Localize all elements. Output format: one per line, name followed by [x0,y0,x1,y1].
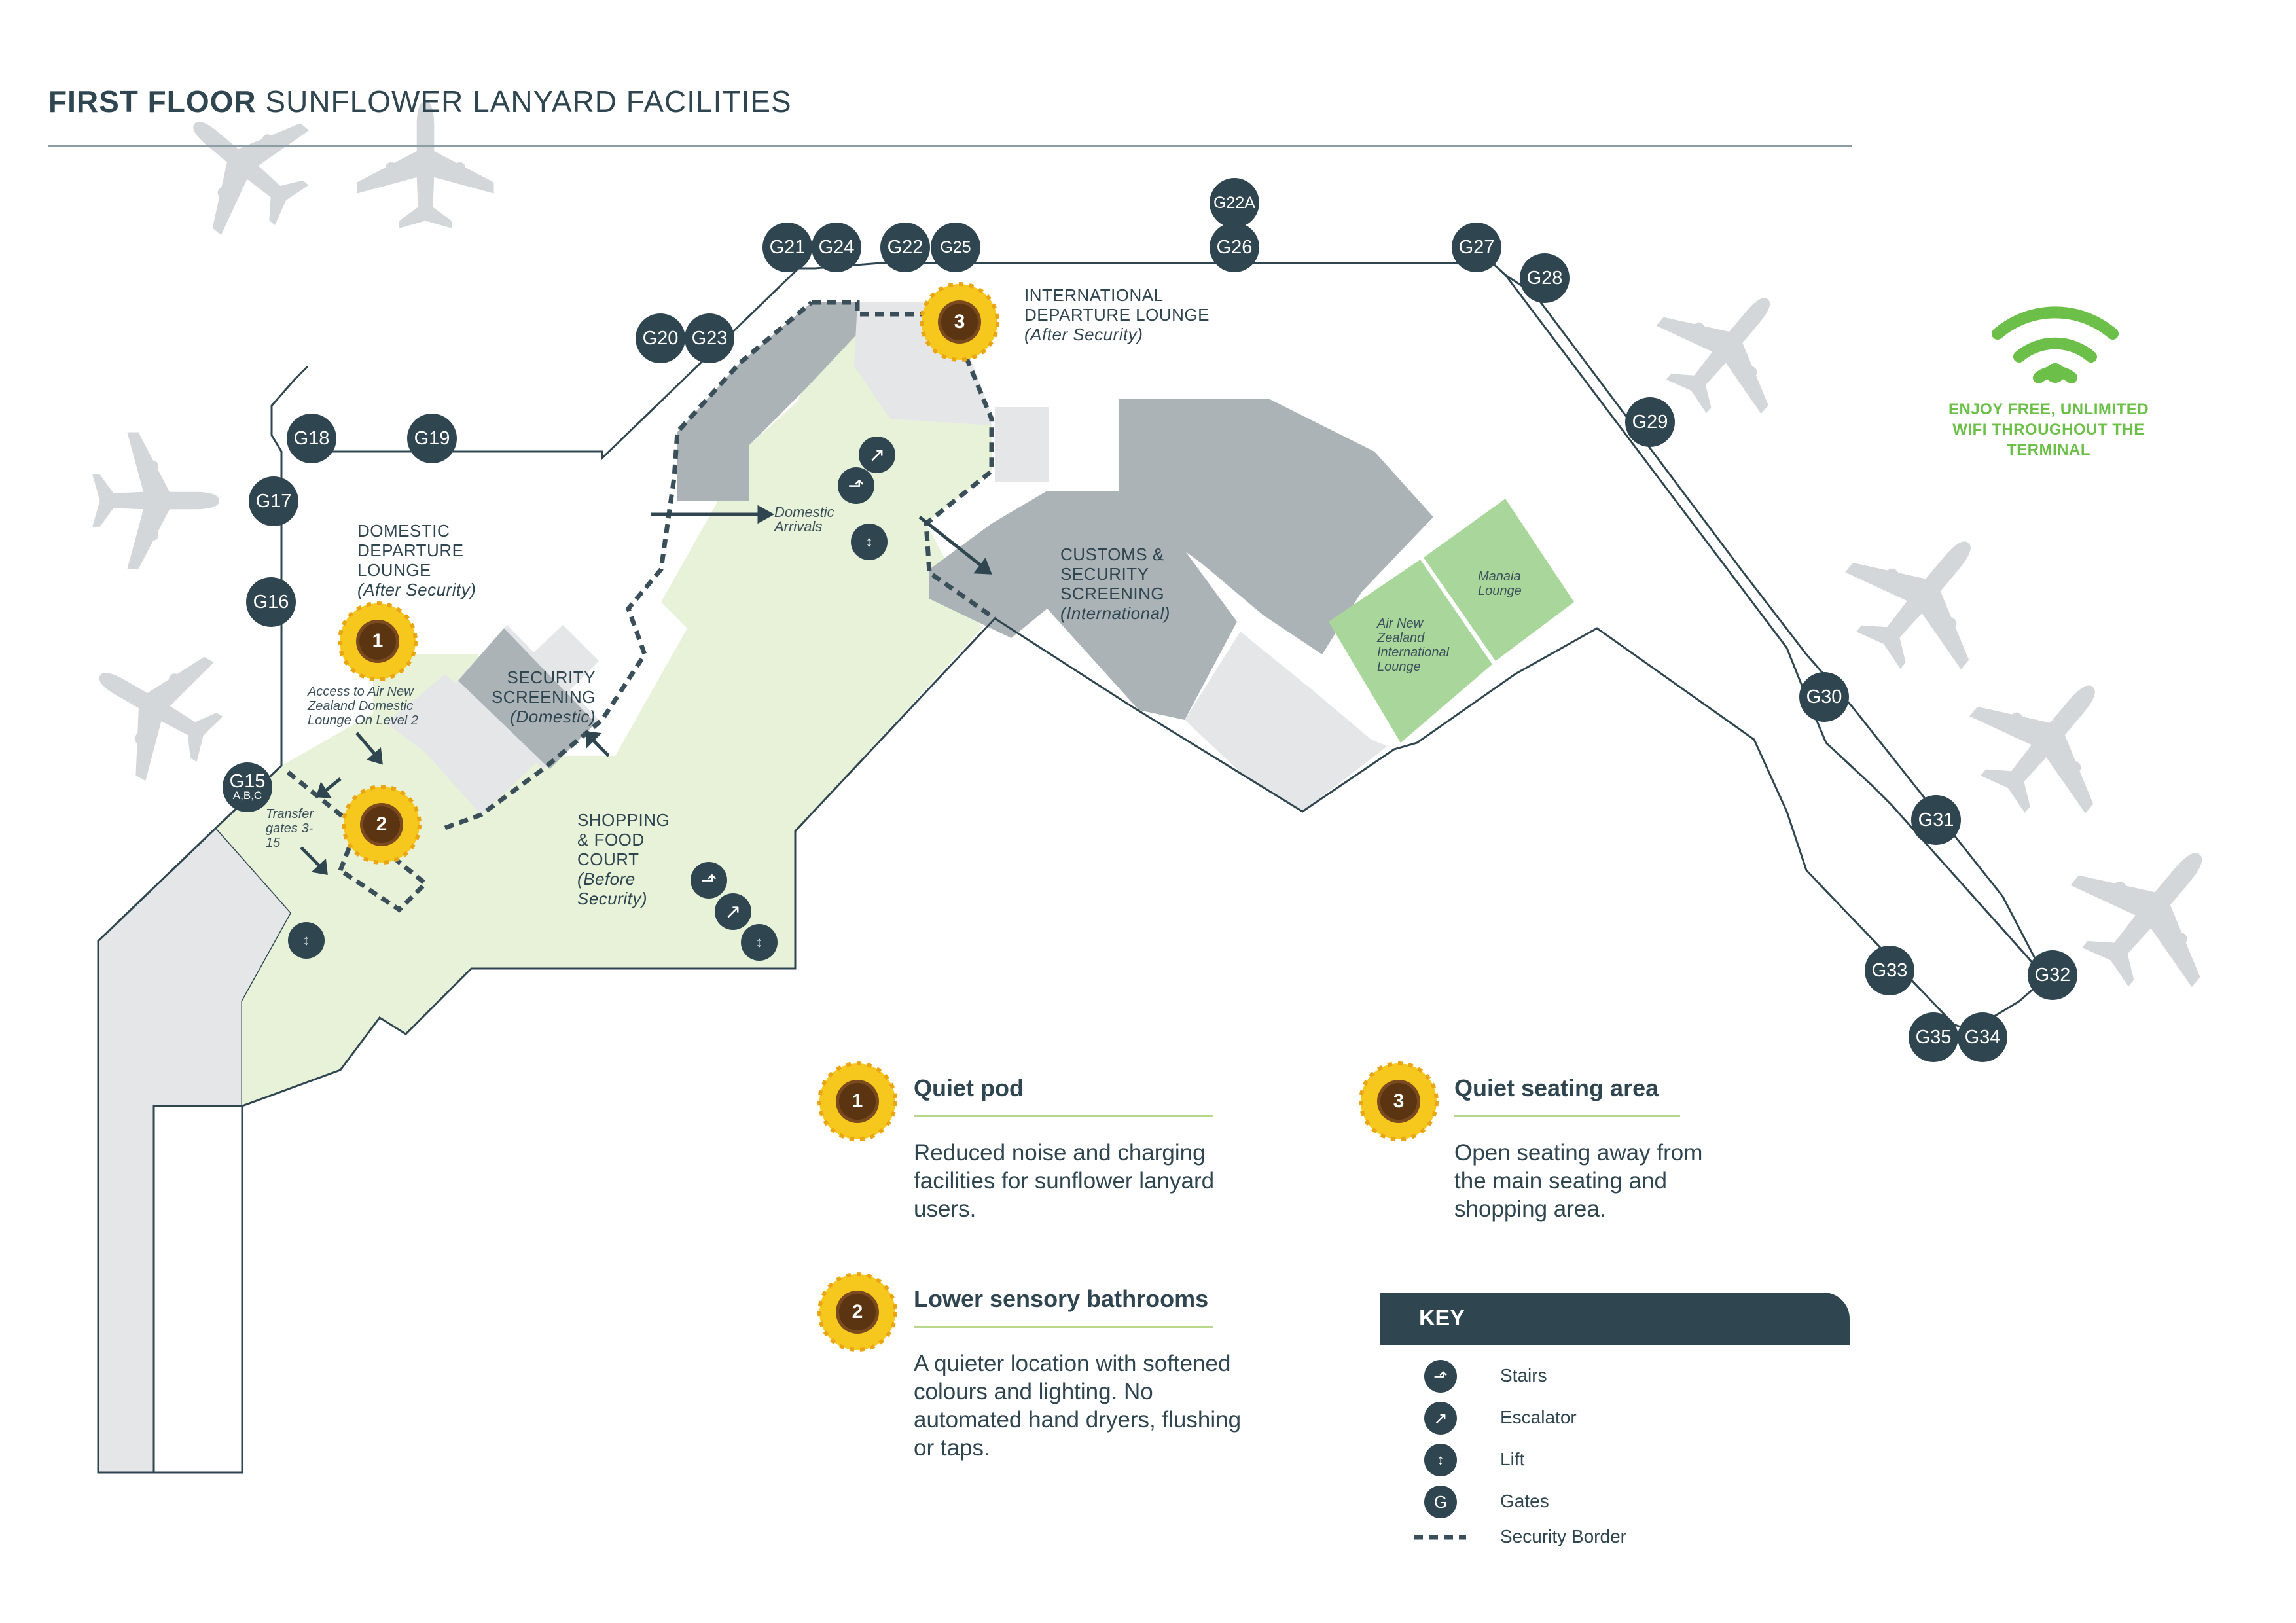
plane-icon [357,101,494,228]
legend-marker-2: 2 [852,1301,863,1323]
key-header: KEY [1380,1293,1850,1345]
gate-g19[interactable]: G19 [407,414,457,463]
wifi-dot [2045,363,2065,383]
plane-icon [92,432,219,569]
key-escalator-label: Escalator [1500,1407,1577,1427]
plane-icon [2044,803,2261,1018]
gate-g18[interactable]: G18 [287,414,336,463]
lift-icon: ↕ [741,924,778,961]
gate-g31[interactable]: G31 [1911,795,1961,845]
gate-g30[interactable]: G30 [1799,672,1849,722]
key-security-border-label: Security Border [1500,1526,1626,1546]
gate-g23[interactable]: G23 [685,313,734,363]
manaia-lounge [1424,499,1574,661]
domestic-arrivals-label: Domestic Arrivals [774,504,834,535]
intl-lounge-label: INTERNATIONAL DEPARTURE LOUNGE(After Sec… [1024,285,1210,344]
gate-g26[interactable]: G26 [1210,223,1259,272]
stairs-icon: ⬏ [1424,1360,1457,1393]
building-block-north [677,302,857,501]
legend-bathrooms-body: A quieter location with softened colours… [914,1351,1242,1461]
legend-quiet-pod-title: Quiet pod [914,1075,1024,1101]
gate-g17[interactable]: G17 [249,476,298,526]
building-block-south [1185,632,1388,812]
plane-icon [1945,638,2151,843]
plane-icon [1820,494,2026,699]
manaia-lounge-label: Manaia Lounge [1478,569,1522,598]
legend-marker-3: 3 [1393,1090,1405,1112]
gate-g25[interactable]: G25 [931,223,980,272]
legend-rule [914,1115,1213,1117]
lift-icon: ↕ [851,524,888,560]
gate-g33[interactable]: G33 [1865,946,1914,995]
stairs-icon: ⬏ [838,467,874,504]
security-screening-white [386,674,537,815]
legend-rule [914,1326,1213,1328]
lower-concourse [97,826,293,1474]
gate-g27[interactable]: G27 [1452,223,1501,272]
gate-g24[interactable]: G24 [812,223,861,272]
shopping-food-court-area [216,302,992,1106]
intl-lounge-annex [995,407,1049,482]
air-nz-lounge [1329,560,1492,743]
marker-2: 2 [376,813,387,835]
marker-3: 3 [954,311,965,332]
customs-label: CUSTOMS & SECURITY SCREENING(Internation… [1060,544,1170,623]
lift-icon: ↕ [1424,1444,1457,1476]
escalator-icon: ↗ [715,893,751,930]
marker-1: 1 [372,630,384,652]
escalator-icon: ↗ [859,437,895,473]
gate-g22a[interactable]: G22A [1210,178,1259,228]
plane-icon [65,616,244,798]
gate-g35[interactable]: G35 [1909,1012,1958,1062]
building-block-east [1119,399,1433,654]
customs-security-block [929,491,1237,720]
gate-g16[interactable]: G16 [246,577,296,627]
gate-g34[interactable]: G34 [1958,1012,2007,1062]
access-note: Access to Air New Zealand Domestic Loung… [308,685,419,728]
gate-g21[interactable]: G21 [762,223,812,272]
gate-g28[interactable]: G28 [1520,253,1570,303]
key-lift-label: Lift [1500,1449,1525,1469]
gate-g20[interactable]: G20 [636,313,685,363]
title-rule [48,145,1852,147]
key-gates-label: Gates [1500,1491,1549,1511]
security-screening-label: SECURITY SCREENING(Domestic) [491,668,596,726]
legend-quiet-seating-body: Open seating away from the main seating … [1454,1140,1703,1222]
gate-g32[interactable]: G32 [2028,950,2077,1000]
air-nz-lounge-label: Air New Zealand International Lounge [1377,616,1450,674]
gate-g22[interactable]: G22 [880,223,930,272]
page-title: FIRST FLOOR SUNFLOWER LANYARD FACILITIES [48,84,792,118]
legend-marker-1: 1 [852,1090,863,1112]
legend-quiet-pod-body: Reduced noise and charging facilities fo… [914,1140,1215,1222]
wifi-message: ENJOY FREE, UNLIMITED WIFI THROUGHOUT TH… [1948,401,2149,459]
security-screening [458,628,596,769]
transfer-note: Transfer gates 3-15 [266,807,314,850]
gate-g29[interactable]: G29 [1625,397,1675,447]
gate-icon: G [1424,1486,1457,1518]
legend-bathrooms-title: Lower sensory bathrooms [914,1285,1209,1312]
lift-icon: ↕ [288,922,325,959]
escalator-icon: ↗ [1424,1402,1457,1435]
stairs-icon: ⬏ [691,862,727,899]
domestic-lounge-label: DOMESTIC DEPARTURE LOUNGE(After Security… [357,521,476,599]
legend-rule [1454,1115,1680,1117]
key-stairs-label: Stairs [1500,1365,1547,1385]
shopping-food-court-label: SHOPPING & FOOD COURT(Before Security) [577,810,670,908]
legend-quiet-seating-title: Quiet seating area [1454,1075,1659,1101]
